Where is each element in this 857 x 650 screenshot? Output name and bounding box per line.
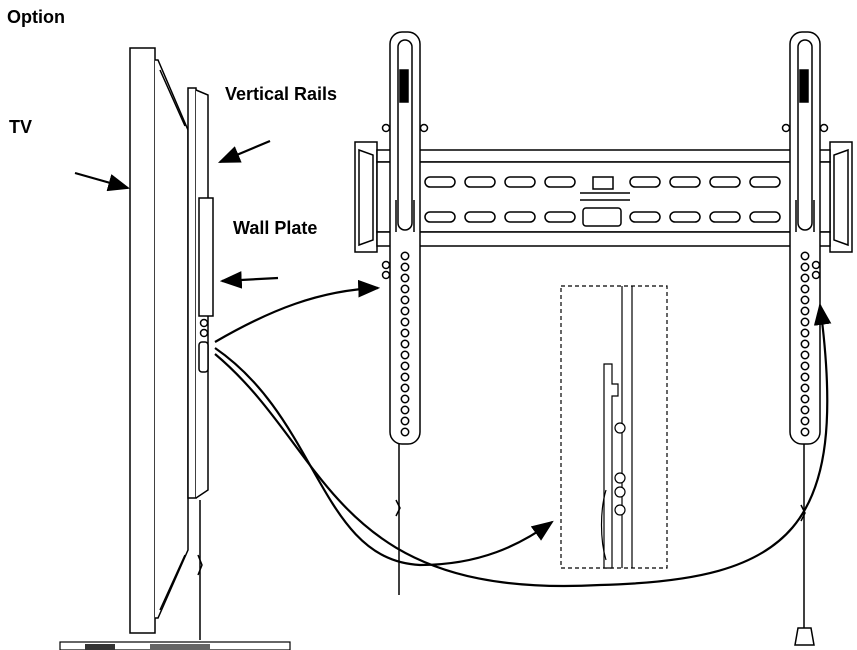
arrow-wall-plate: [219, 271, 279, 289]
tv-body-outline: [155, 59, 189, 619]
wall-plate-top-flange: [376, 149, 831, 163]
bracket-screw: [199, 328, 209, 338]
tv-back-panel: [187, 87, 197, 499]
vertical-rail-right: [781, 31, 829, 646]
wall-plate-label: Wall Plate: [233, 218, 318, 238]
tv-bezel: [129, 47, 156, 634]
tv-label: TV: [9, 117, 33, 137]
option-label: Option: [7, 7, 65, 27]
arrow-to-detail: [214, 347, 554, 567]
arrow-tv: [74, 171, 131, 192]
wall-plate-side: [198, 197, 214, 317]
arrow-to-right-rail: [214, 302, 832, 588]
arrow-to-left-rail: [214, 279, 381, 343]
bracket-screw: [199, 318, 209, 328]
cord-pull-weight: [794, 627, 815, 646]
arrow-vertical-rails: [217, 139, 271, 164]
detail-inset: [560, 285, 668, 569]
bottom-photo-strip: [59, 641, 291, 650]
vertical-rails-label: Vertical Rails: [225, 84, 338, 104]
arrows: [74, 139, 832, 588]
bracket-latch: [198, 341, 209, 373]
center-slot: [582, 207, 622, 227]
vertical-rail-left: [381, 31, 429, 595]
center-clip: [592, 176, 614, 190]
wall-plate-bottom-flange: [376, 231, 831, 247]
wall-plate-front: [354, 141, 853, 253]
tv-side-view: [129, 47, 214, 640]
